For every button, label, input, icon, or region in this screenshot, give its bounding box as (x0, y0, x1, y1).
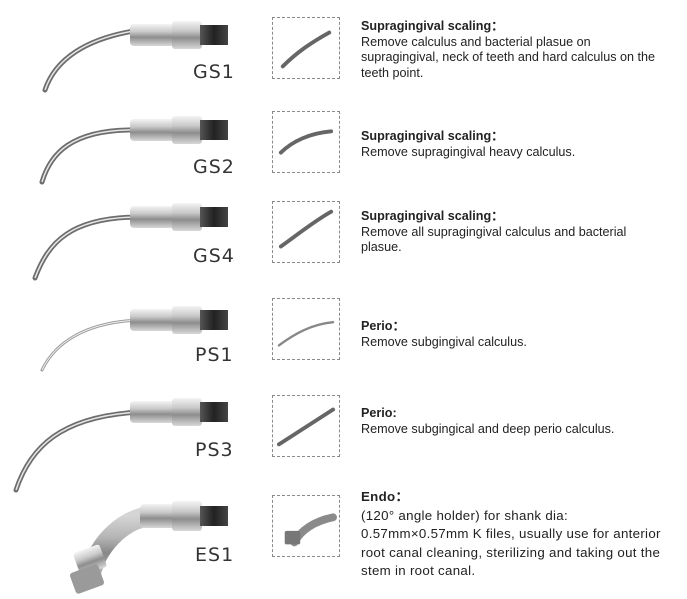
tip-row-gs2: GS2 Supragingival scaling： Remove suprag… (0, 100, 687, 195)
tip-title: Supragingival scaling： (361, 129, 504, 143)
tip-description: Supragingival scaling： Remove all suprag… (361, 209, 661, 256)
tip-detail-thumbnail (272, 17, 340, 79)
tip-code: PS1 (195, 344, 234, 366)
gs2-scaler-tip-image (39, 116, 228, 185)
tip-detail-thumbnail (272, 495, 340, 557)
tip-row-ps1: PS1 Perio： Remove subgingival calculus. (0, 288, 687, 378)
tip-title: Perio: (361, 406, 397, 420)
tip-code: GS4 (193, 245, 235, 267)
tip-description: Endo： (120° angle holder) for shank dia:… (361, 488, 661, 581)
tip-code: PS3 (195, 439, 234, 461)
gs1-scaler-tip-image (42, 21, 228, 93)
ps1-scaler-tip-image (40, 306, 228, 372)
tip-code: GS2 (193, 156, 235, 178)
tip-code: GS1 (193, 61, 235, 83)
tip-row-gs4: GS4 Supragingival scaling： Remove all su… (0, 193, 687, 288)
gs4-scaler-tip-image (32, 203, 228, 281)
tip-description: Supragingival scaling： Remove supragingi… (361, 129, 661, 160)
tip-row-es1: ES1 Endo： (120° angle holder) for shank … (0, 488, 687, 599)
tip-body: Remove subgingical and deep perio calcul… (361, 421, 615, 436)
tip-detail-thumbnail (272, 201, 340, 263)
tip-body: Remove calculus and bacterial plasue on … (361, 34, 656, 80)
tip-row-ps3: PS3 Perio: Remove subgingical and deep p… (0, 378, 687, 493)
tip-body: Remove all supragingival calculus and ba… (361, 224, 627, 255)
tip-title: Endo： (361, 489, 410, 504)
tip-description: Perio： Remove subgingival calculus. (361, 319, 661, 350)
tip-description: Perio: Remove subgingical and deep perio… (361, 406, 661, 437)
tip-body: (120° angle holder) for shank dia: 0.57m… (361, 507, 661, 579)
tip-title: Supragingival scaling： (361, 19, 504, 33)
tip-detail-thumbnail (272, 298, 340, 360)
tip-body: Remove supragingival heavy calculus. (361, 144, 576, 159)
tip-detail-thumbnail (272, 111, 340, 173)
tip-description: Supragingival scaling： Remove calculus a… (361, 19, 661, 81)
tip-body: Remove subgingival calculus. (361, 334, 527, 349)
es1-endo-tip-image (69, 501, 228, 594)
tip-title: Supragingival scaling： (361, 209, 504, 223)
tip-title: Perio： (361, 319, 406, 333)
tip-detail-thumbnail (272, 395, 340, 457)
tip-row-gs1: GS1 Supragingival scaling： Remove calcul… (0, 0, 687, 95)
ps3-scaler-tip-image (13, 398, 228, 493)
tip-code: ES1 (195, 544, 235, 566)
